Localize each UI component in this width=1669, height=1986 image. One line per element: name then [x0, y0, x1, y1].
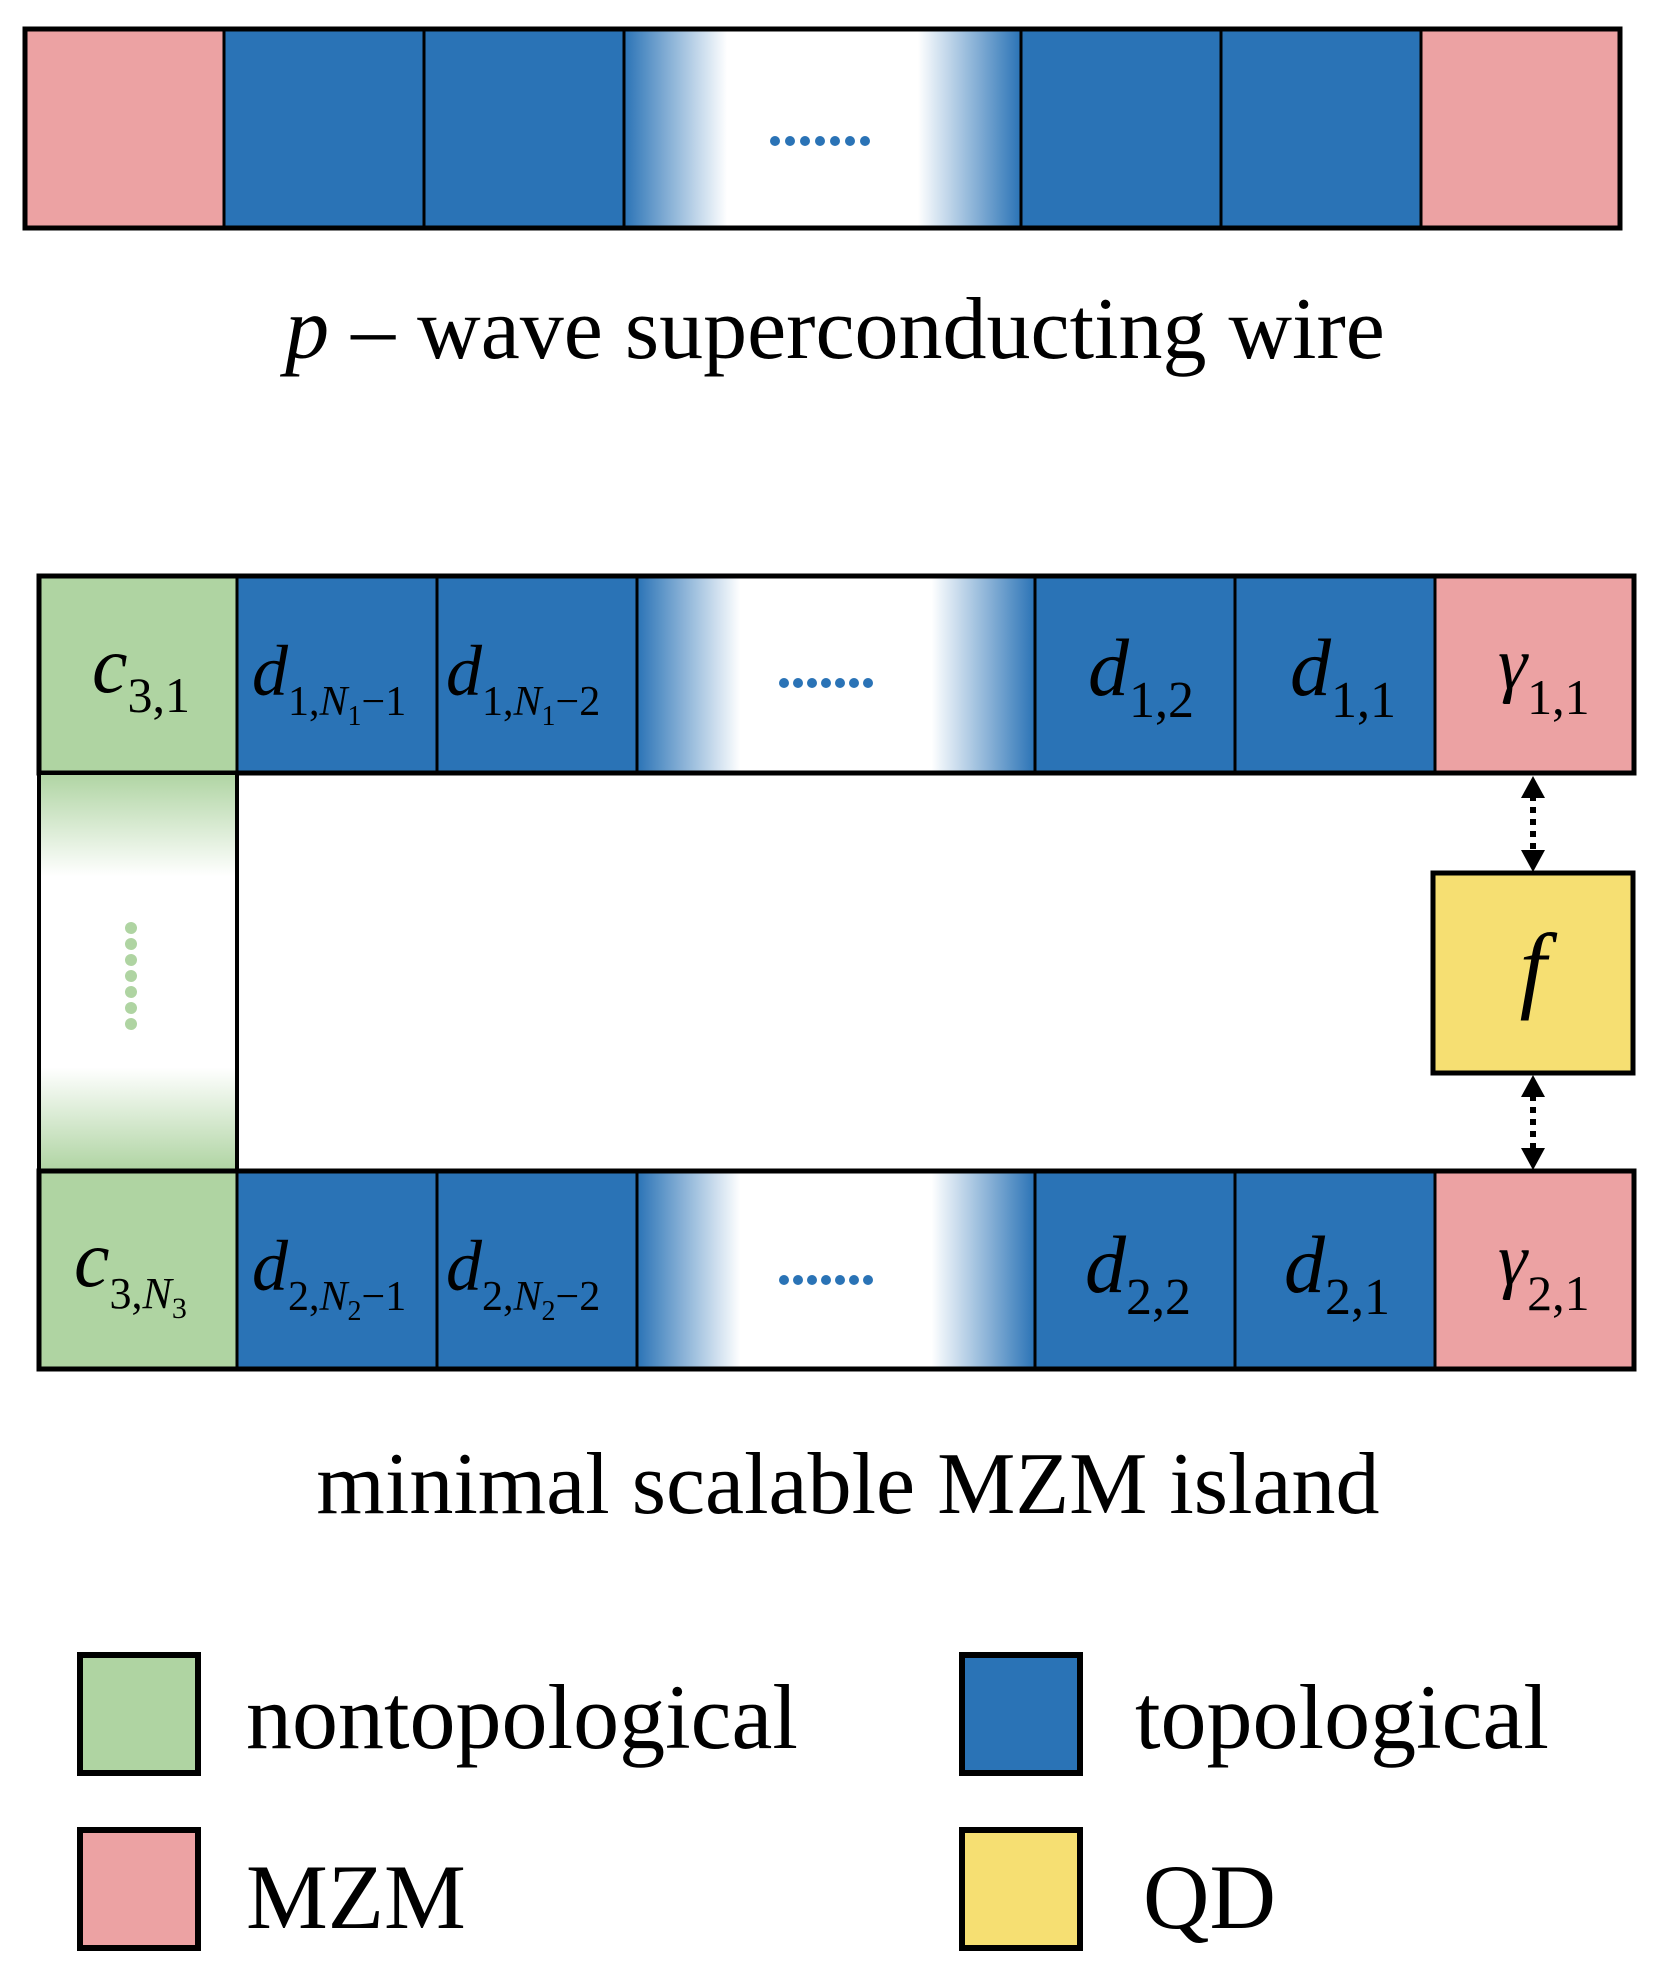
mzm-island: f c3,1 d1,N1−1 d1,N1−2 d1,2 d1,1 γ1,1 c3… — [36, 573, 1637, 1372]
top-fade-segment — [637, 576, 1035, 773]
legend-label-nontopological: nontopological — [246, 1666, 798, 1768]
label-d1-n1m2: d1,N1−2 — [446, 631, 600, 732]
label-d22: d2,2 — [1085, 1219, 1191, 1326]
left-ellipsis — [125, 922, 137, 1030]
wire-ellipsis — [770, 136, 870, 146]
label-gamma11: γ1,1 — [1498, 623, 1590, 725]
cell-d21 — [1235, 1171, 1435, 1369]
cell-c31 — [39, 576, 237, 773]
label-d11: d1,1 — [1290, 622, 1396, 729]
top-row-ellipsis — [779, 678, 873, 688]
left-fade-segment — [37, 771, 239, 1173]
wire-mzm-left — [25, 29, 224, 228]
wire-topo-4 — [1221, 29, 1421, 228]
label-d2-n2m2: d2,N2−2 — [446, 1226, 600, 1327]
bottom-row-ellipsis — [779, 1275, 873, 1285]
wire-topo-3 — [1021, 29, 1221, 228]
label-gamma21: γ2,1 — [1498, 1219, 1590, 1321]
label-d21: d2,1 — [1284, 1219, 1390, 1326]
legend-swatch-qd — [959, 1827, 1083, 1951]
island-caption: minimal scalable MZM island — [316, 1436, 1379, 1533]
label-d1-n1m1: d1,N1−1 — [252, 631, 406, 732]
wire-outline — [22, 26, 1623, 231]
wire-fade-segment — [624, 29, 1021, 228]
wire-caption: p – wave superconducting wire — [279, 281, 1385, 378]
cell-d22 — [1035, 1171, 1235, 1369]
legend-label-topological: topological — [1135, 1666, 1549, 1768]
label-c31: c3,1 — [92, 622, 190, 723]
cell-d1-n1m2 — [437, 576, 637, 773]
bottom-fade-segment — [637, 1171, 1035, 1369]
legend-label-qd: QD — [1143, 1846, 1276, 1948]
legend: nontopological topological MZM QD — [77, 1652, 1549, 1951]
cell-d2-n2m2 — [437, 1171, 637, 1369]
cell-c3n3 — [39, 1171, 237, 1369]
legend-swatch-mzm — [77, 1827, 201, 1951]
qd-box — [1430, 870, 1636, 1076]
cell-gamma11 — [1435, 576, 1634, 773]
coupling-arrow-bottom — [1521, 1075, 1545, 1170]
legend-swatch-topological — [959, 1652, 1083, 1776]
label-c3n3: c3,N3 — [74, 1216, 187, 1325]
cell-d11 — [1235, 576, 1435, 773]
wire-mzm-right — [1421, 29, 1620, 228]
cell-d1-n1m1 — [237, 576, 437, 773]
cell-gamma21 — [1435, 1171, 1634, 1369]
label-d2-n2m1: d2,N2−1 — [252, 1226, 406, 1327]
legend-label-mzm: MZM — [246, 1846, 466, 1948]
p-wave-wire — [22, 26, 1623, 231]
wire-topo-1 — [224, 29, 424, 228]
cell-d12 — [1035, 576, 1235, 773]
legend-swatch-nontopological — [77, 1652, 201, 1776]
coupling-arrow-top — [1521, 776, 1545, 872]
wire-topo-2 — [424, 29, 624, 228]
label-d12: d1,2 — [1088, 622, 1194, 729]
cell-d2-n2m1 — [237, 1171, 437, 1369]
